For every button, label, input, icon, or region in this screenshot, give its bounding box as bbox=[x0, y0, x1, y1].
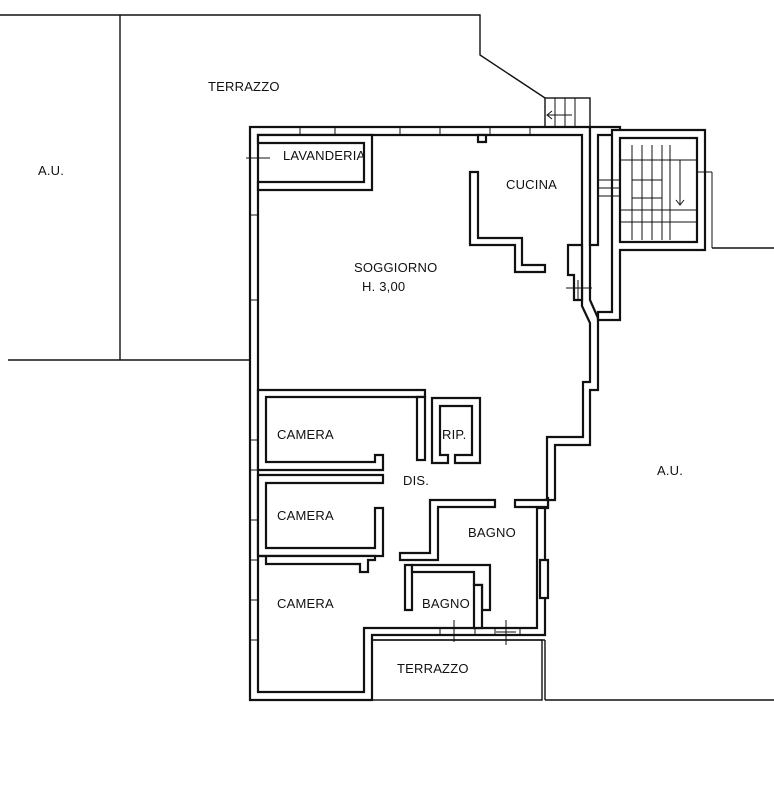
terrazzo-top-label: TERRAZZO bbox=[208, 79, 280, 94]
lavanderia-label: LAVANDERIA bbox=[283, 148, 366, 163]
bedroom-walls bbox=[256, 388, 427, 574]
bathroom-walls bbox=[398, 498, 550, 645]
disimpegno-label: DIS. bbox=[403, 473, 430, 488]
staircase bbox=[588, 125, 713, 322]
bagno-1-label: BAGNO bbox=[468, 525, 516, 540]
cucina-label: CUCINA bbox=[506, 177, 558, 192]
au-right-label: A.U. bbox=[657, 463, 684, 478]
cucina-walls bbox=[468, 133, 592, 302]
ripostiglio-walls bbox=[430, 396, 482, 465]
bagno-2-label: BAGNO bbox=[422, 596, 470, 611]
terrazzo-bottom-label: TERRAZZO bbox=[397, 661, 469, 676]
ripostiglio-label: RIP. bbox=[442, 427, 467, 442]
camera-1-label: CAMERA bbox=[277, 427, 334, 442]
bottom-terrace bbox=[371, 639, 545, 701]
au-left-label: A.U. bbox=[38, 163, 65, 178]
lavanderia-walls bbox=[246, 133, 374, 192]
entrance-steps bbox=[544, 97, 591, 128]
camera-2-label: CAMERA bbox=[277, 508, 334, 523]
window-marks bbox=[250, 127, 531, 641]
camera-3-label: CAMERA bbox=[277, 596, 334, 611]
soggiorno-label: SOGGIORNO bbox=[354, 260, 438, 275]
site-boundary-lines bbox=[0, 14, 774, 701]
soggiorno-height-label: H. 3,00 bbox=[362, 279, 406, 294]
